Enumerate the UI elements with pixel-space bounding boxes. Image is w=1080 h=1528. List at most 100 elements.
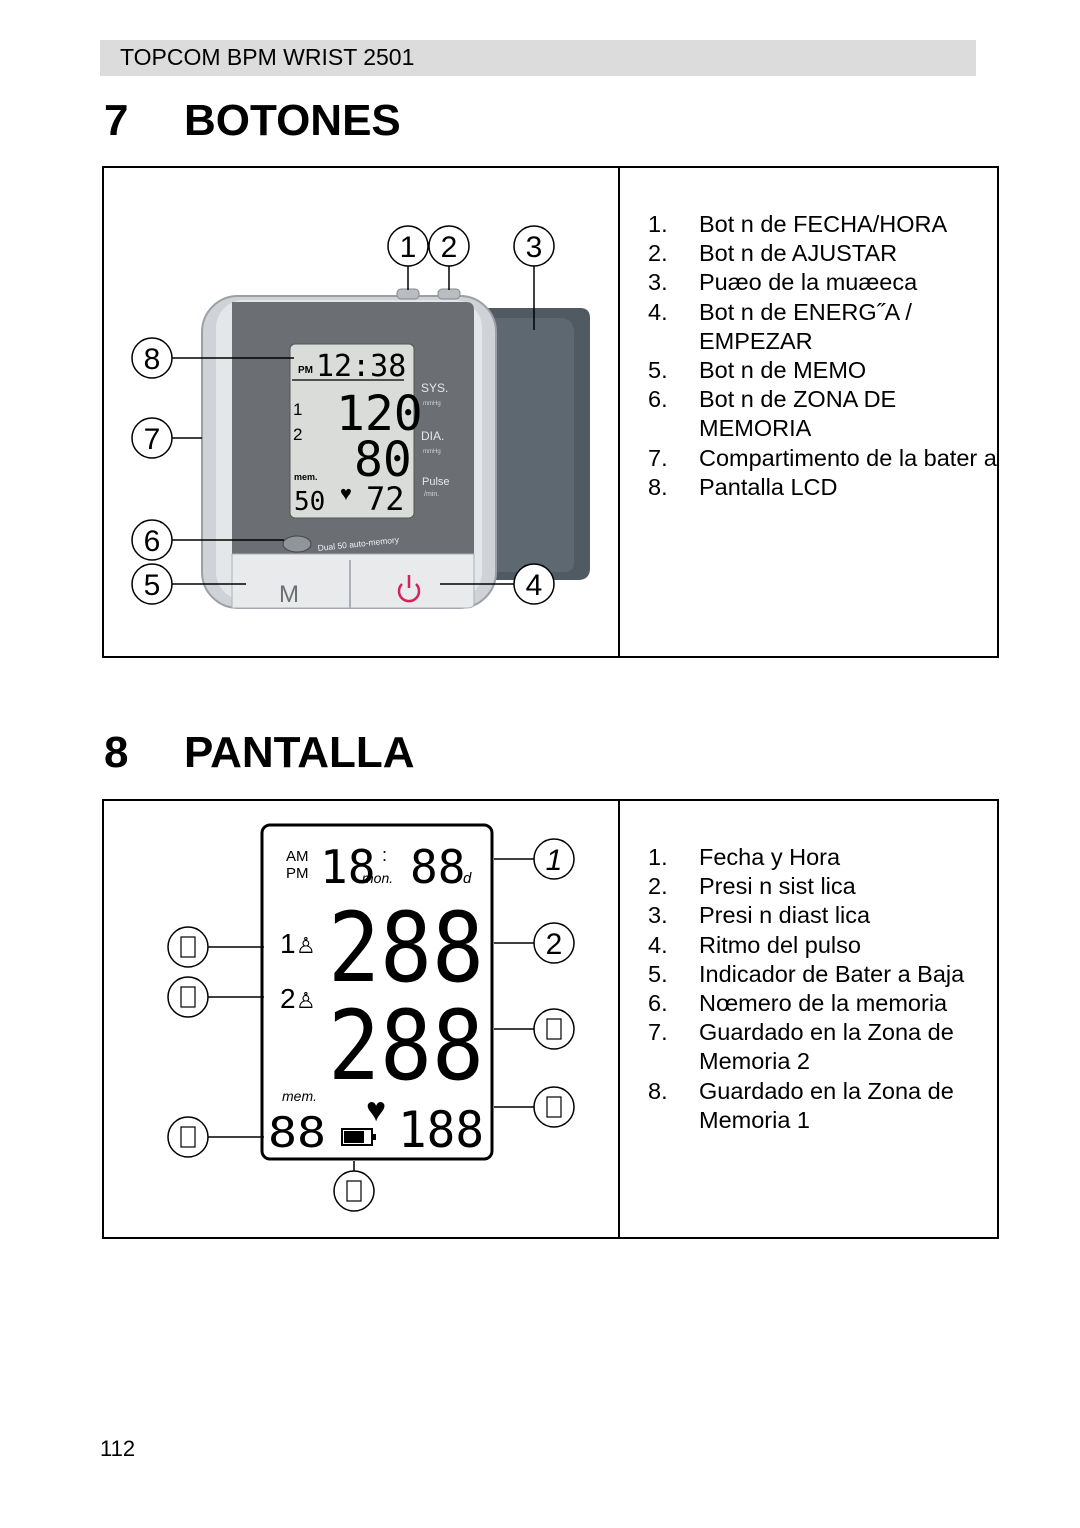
section-title: PANTALLA [184,728,415,777]
section-number: 8 [104,728,129,777]
callout-2 [533,922,575,964]
lcd-user1-icon: ♙ [296,933,316,958]
lcd-mem-digits: 88 [268,1108,326,1157]
panel-divider [618,801,620,1237]
callout-5 [131,563,173,605]
lcd-dia-value: 80 [354,432,412,488]
document-title: TOPCOM BPM WRIST 2501 [120,44,415,70]
callout-8 [167,926,209,968]
callout-6 [167,1116,209,1158]
dia-unit: mmHg [423,449,441,455]
list-item: 2.Presi n sist lica [648,873,856,900]
pulse-label: Pulse [422,476,450,488]
callout-5-glyph [346,1180,362,1202]
section-number: 7 [104,96,129,145]
date-time-button [396,288,420,300]
lcd-hour: 18 [320,840,375,894]
sys-unit: mmHg [423,401,441,407]
sys-label: SYS. [421,381,448,395]
botones-panel: PM 12:38 1 2 120 80 mem. 50 ♥ 72 SYS. mm… [102,166,999,658]
lcd-am: AM [286,848,309,865]
lcd-colon: : [382,845,387,865]
lcd-mem-label: mem. [294,472,318,482]
lcd-time: 12:38 [316,349,406,384]
lcd-sys-digits: 288 [328,892,484,1004]
lcd-heart-icon: ♥ [366,1091,386,1129]
callout-2 [428,225,470,267]
callout-1 [533,838,575,880]
list-item: 6.Nœmero de la memoria [648,990,948,1017]
power-button-icon [397,575,421,603]
lcd-mem-value: 50 [294,487,325,517]
lcd-user1: 1 [293,400,302,419]
list-item: 3.Presi n diast lica [648,902,871,929]
low-battery-icon [341,1128,376,1146]
list-item: 4.Ritmo del pulso [648,931,861,958]
memory-zone-button [282,535,312,553]
lcd-user1: 1 [280,928,296,959]
list-item: 5.Bot n de MEMO [648,357,867,384]
callout-4 [513,563,555,605]
dia-label: DIA. [421,429,444,443]
list-item: 1.Bot n de FECHA/HORA [648,211,948,237]
callout-8 [131,337,173,379]
callout-7-label: 7 [144,423,161,456]
callout-7 [131,417,173,459]
lcd-heart-icon: ♥ [340,483,352,505]
botones-list: 1.Bot n de FECHA/HORA 2.Bot n de AJUSTAR… [648,210,999,502]
callout-8-label: 8 [144,343,161,376]
callout-6 [131,519,173,561]
lcd-pulse-value: 72 [366,480,405,518]
list-item: 7.Guardado en la Zona de Memoria 2 [648,1019,954,1075]
callout-8-glyph [180,936,196,958]
callout-6-glyph [180,1126,196,1148]
callout-3-label: 3 [526,231,543,264]
callout-7-glyph [180,986,196,1008]
lcd-mem-label: mem. [282,1088,317,1104]
lcd-day: 88 [410,840,465,894]
list-item: 5.Indicador de Bater a Baja [648,960,965,987]
list-item: 2.Bot n de AJUSTAR [648,240,898,267]
lcd-screen [289,343,415,519]
pulse-unit: /min. [424,491,439,498]
panel-divider [618,168,620,656]
lcd-user2-icon: ♙ [296,988,316,1013]
lcd-day-label: d [463,870,472,887]
callout-5-label: 5 [144,569,161,602]
list-item: 8.Pantalla LCD [648,473,838,500]
header-bar: TOPCOM BPM WRIST 2501 [100,40,976,76]
callout-6-label: 6 [144,525,161,558]
lcd-pm-indicator: PM [298,365,313,376]
pantalla-list: 1.Fecha y Hora 2.Presi n sist lica 3.Pre… [648,843,999,1135]
callout-7 [167,976,209,1018]
lcd-frame [260,823,494,1161]
lcd-pm: PM [286,865,309,882]
pantalla-panel: AM PM 18 : mon. 88 d 1 ♙ 2 ♙ 288 288 mem… [102,799,999,1239]
lcd-dia-digits: 288 [328,990,484,1102]
wrist-monitor-figure: PM 12:38 1 2 120 80 mem. 50 ♥ 72 SYS. mm… [131,225,590,609]
callout-4-label: 4 [526,569,543,602]
callout-3 [513,225,555,267]
lcd-sys-value: 120 [336,386,423,442]
callout-4-glyph [546,1096,562,1118]
callout-2-label: 2 [546,928,563,961]
lcd-display-figure: AM PM 18 : mon. 88 d 1 ♙ 2 ♙ 288 288 mem… [167,823,575,1212]
memo-button-label: M [279,581,299,608]
lcd-month-label: mon. [362,870,393,886]
lcd-pulse-digits: 188 [398,1101,484,1159]
page-number: 112 [100,1436,136,1461]
callout-1-label: 1 [400,231,417,264]
lcd-user2: 2 [280,983,296,1014]
list-item: 3.Puæo de la muæeca [648,269,918,296]
set-button [437,288,461,300]
callout-4 [533,1086,575,1128]
section-title: BOTONES [184,96,401,145]
lcd-user2: 2 [293,425,302,444]
callout-5 [333,1170,375,1212]
list-item: 1.Fecha y Hora [648,844,841,870]
callout-3-glyph [546,1018,562,1040]
callout-1-label: 1 [546,844,563,877]
list-item: 7.Compartimento de la bater a [648,444,997,471]
list-item: 6.Bot n de ZONA DE MEMORIA [648,386,897,442]
list-item: 8.Guardado en la Zona de Memoria 1 [648,1077,954,1133]
